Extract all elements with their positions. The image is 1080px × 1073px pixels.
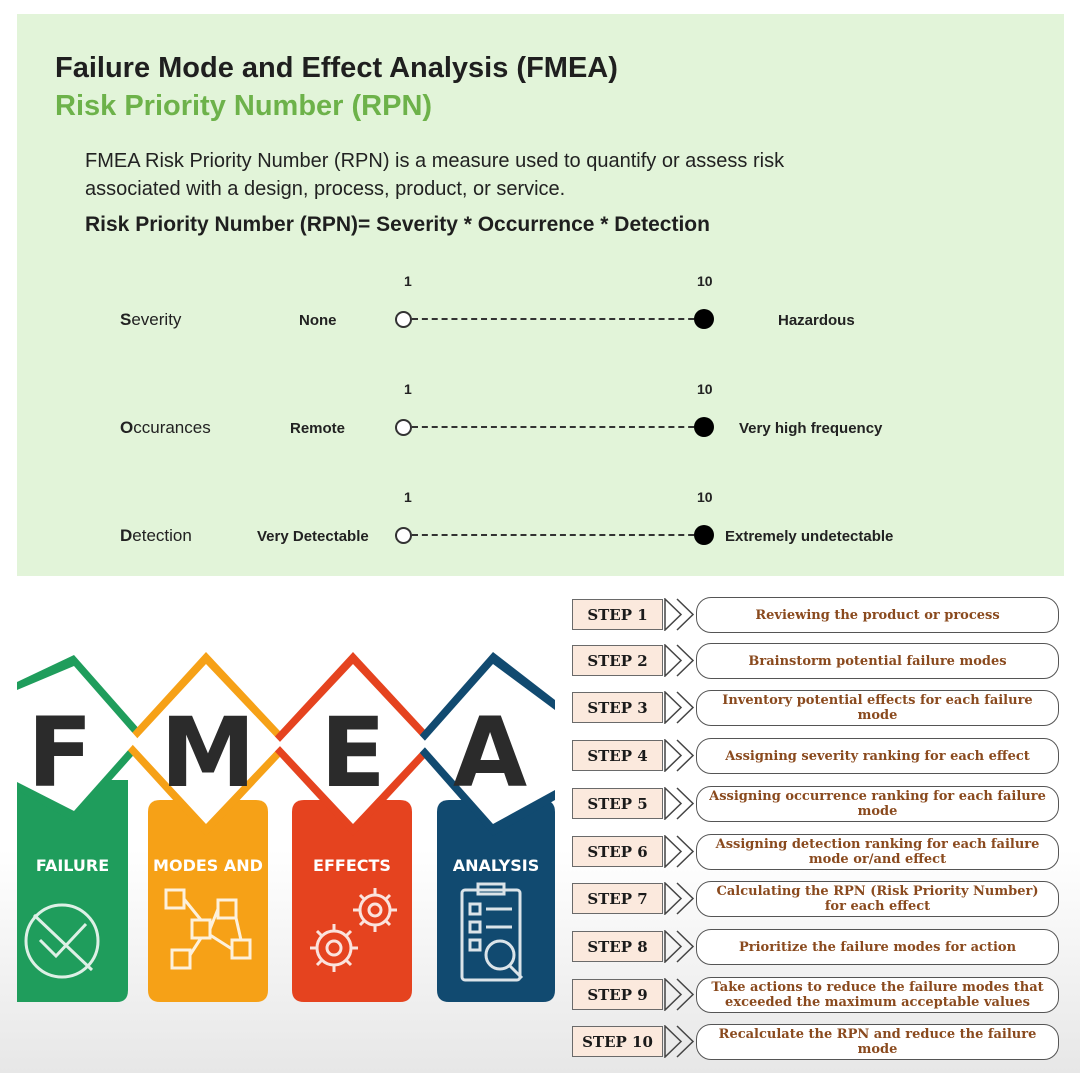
chevron-right-icon — [664, 978, 695, 1011]
page-subtitle: Risk Priority Number (RPN) — [55, 90, 433, 122]
scale-min-marker — [395, 527, 412, 544]
logo-letter-m: M — [160, 697, 256, 809]
fmea-logo: F M E A — [17, 652, 555, 1002]
rpn-panel — [17, 14, 1064, 576]
step-label: STEP 10 — [572, 1026, 663, 1057]
step-label: STEP 9 — [572, 979, 663, 1010]
step-label: STEP 6 — [572, 836, 663, 867]
modes-diamond — [132, 664, 282, 824]
step-label: STEP 5 — [572, 788, 663, 819]
chevron-right-icon — [664, 1025, 695, 1058]
chevron-right-icon — [664, 691, 695, 724]
step-text: Assigning severity ranking for each effe… — [696, 738, 1059, 774]
scale-min-marker — [395, 419, 412, 436]
scale-min-marker — [395, 311, 412, 328]
analysis-clipboard-icon — [460, 882, 524, 982]
scale-max: 10 — [697, 381, 713, 397]
chevron-right-icon — [664, 644, 695, 677]
logo-word-modes: MODES AND — [153, 856, 263, 875]
step-label: STEP 8 — [572, 931, 663, 962]
step-label: STEP 2 — [572, 645, 663, 676]
step-label: STEP 1 — [572, 599, 663, 630]
step-text: Assigning occurrence ranking for each fa… — [696, 786, 1059, 822]
scale-dashed-line — [412, 426, 704, 428]
scale-max: 10 — [697, 273, 713, 289]
chevron-right-icon — [664, 835, 695, 868]
scale-max: 10 — [697, 489, 713, 505]
scale-low-label: None — [299, 312, 337, 329]
step-text: Take actions to reduce the failure modes… — [696, 977, 1059, 1013]
scale-name: Severity — [120, 310, 182, 329]
scale-high-label: Hazardous — [778, 312, 855, 329]
scale-high-label: Very high frequency — [739, 420, 883, 437]
step-label: STEP 4 — [572, 740, 663, 771]
analysis-diamond — [422, 664, 555, 824]
step-label: STEP 3 — [572, 692, 663, 723]
logo-letter-a: A — [453, 697, 527, 809]
step-label: STEP 7 — [572, 883, 663, 914]
scale-max-marker — [694, 309, 714, 329]
effects-column — [292, 800, 412, 1002]
logo-word-analysis: ANALYSIS — [452, 856, 540, 875]
logo-word-failure: FAILURE — [35, 856, 110, 875]
step-text: Assigning detection ranking for each fai… — [696, 834, 1059, 870]
scale-min: 1 — [404, 273, 412, 289]
page-title: Failure Mode and Effect Analysis (FMEA) — [55, 52, 618, 84]
chevron-right-icon — [664, 930, 695, 963]
step-text: Calculating the RPN (Risk Priority Numbe… — [696, 881, 1059, 917]
step-text: Reviewing the product or process — [696, 597, 1059, 633]
step-text: Prioritize the failure modes for action — [696, 929, 1059, 965]
logo-letter-f: F — [27, 697, 93, 809]
failure-diamond — [17, 666, 138, 811]
rpn-description: FMEA Risk Priority Number (RPN) is a mea… — [85, 147, 784, 203]
chevron-right-icon — [664, 787, 695, 820]
logo-word-effects: EFFECTS — [313, 856, 391, 875]
scale-dashed-line — [412, 534, 704, 536]
rpn-formula: Risk Priority Number (RPN)= Severity * O… — [85, 213, 710, 236]
scale-dashed-line — [412, 318, 704, 320]
logo-letter-e: E — [320, 697, 386, 809]
step-text: Recalculate the RPN and reduce the failu… — [696, 1024, 1059, 1060]
chevron-right-icon — [664, 598, 695, 631]
scale-min: 1 — [404, 381, 412, 397]
scale-max-marker — [694, 525, 714, 545]
description-line-1: FMEA Risk Priority Number (RPN) is a mea… — [85, 150, 785, 172]
failure-check-icon — [24, 903, 100, 979]
scale-high-label: Extremely undetectable — [725, 528, 894, 545]
chevron-right-icon — [664, 739, 695, 772]
modes-network-icon — [164, 888, 252, 970]
step-text: Inventory potential effects for each fai… — [696, 690, 1059, 726]
scale-name: Occurances — [120, 418, 211, 437]
scale-max-marker — [694, 417, 714, 437]
step-text: Brainstorm potential failure modes — [696, 643, 1059, 679]
scale-low-label: Remote — [290, 420, 346, 437]
scale-min: 1 — [404, 489, 412, 505]
description-line-2: associated with a design, process, produ… — [85, 178, 566, 200]
effects-diamond — [278, 664, 428, 824]
analysis-column — [437, 800, 555, 1002]
scale-low-label: Very Detectable — [257, 528, 369, 545]
scale-name: Detection — [120, 526, 192, 545]
chevron-right-icon — [664, 882, 695, 915]
effects-gears-icon — [310, 888, 397, 972]
